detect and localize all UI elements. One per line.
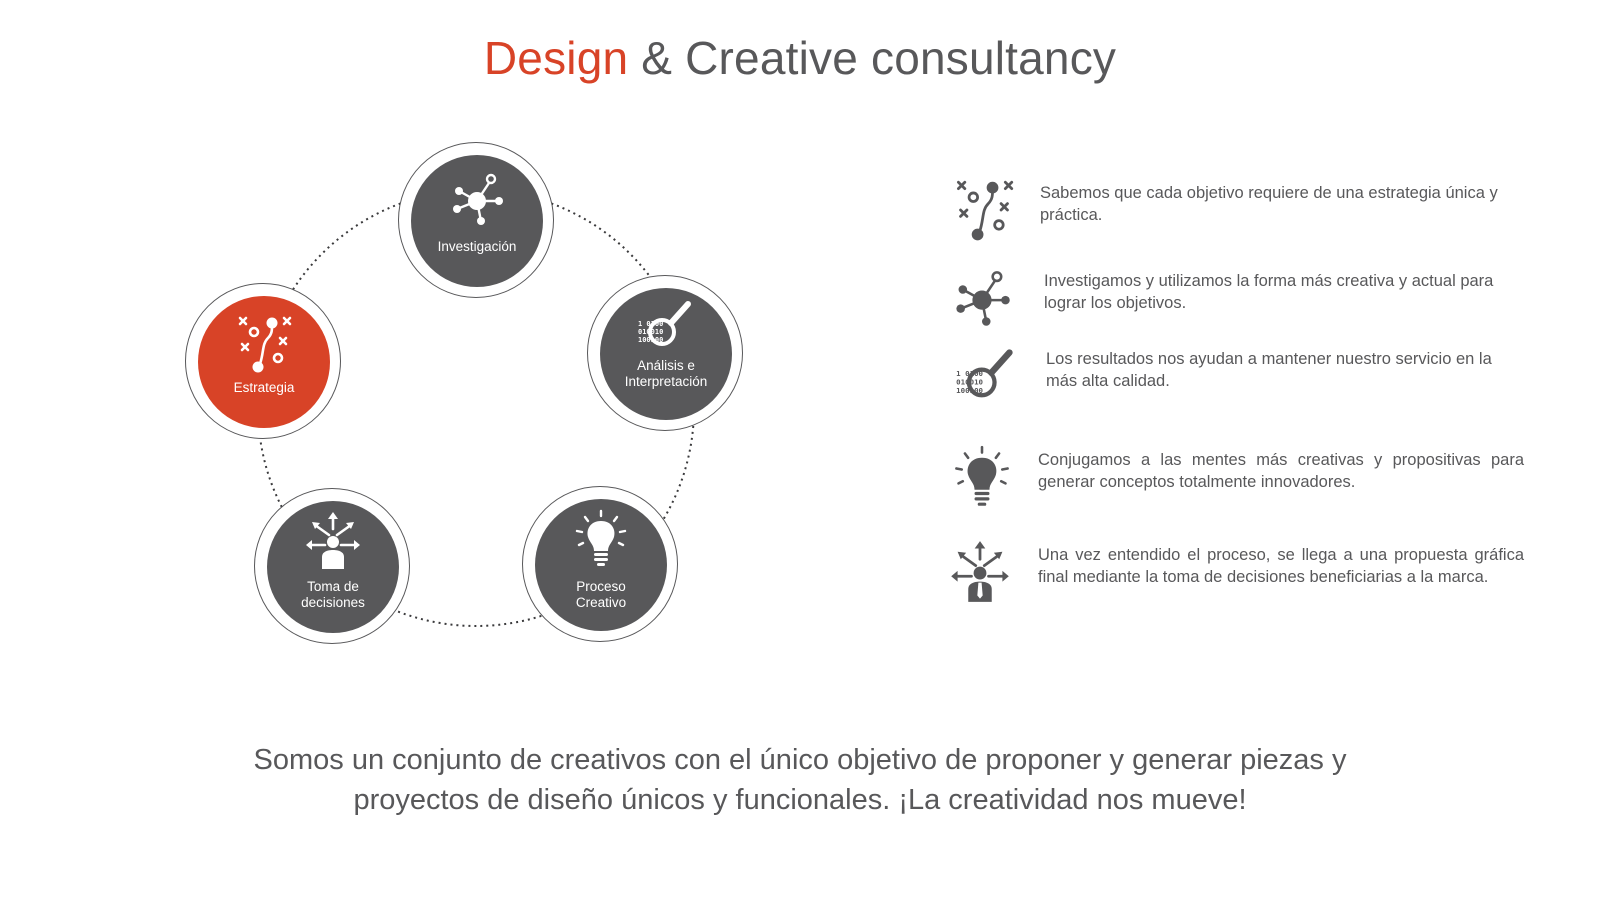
cycle-node-disc: Proceso Creativo: [535, 499, 667, 631]
cycle-node-label-line2: Interpretación: [624, 374, 708, 389]
feature-item-investigacion: Investigamos y utilizamos la forma más c…: [950, 266, 1590, 336]
cycle-node-label-line1: Análisis e: [637, 358, 695, 373]
feature-text: Los resultados nos ayudan a mantener nue…: [1046, 350, 1492, 390]
tagline-text: Somos un conjunto de creativos con el ún…: [253, 744, 1347, 816]
feature-text: Sabemos que cada objetivo requiere de un…: [1040, 184, 1498, 224]
cycle-node-proceso-creativo[interactable]: Proceso Creativo: [522, 486, 678, 642]
lightbulb-icon: [950, 445, 1014, 509]
strategy-icon: [234, 314, 294, 374]
decision-person-icon: [303, 511, 363, 571]
network-icon: [447, 169, 507, 229]
cycle-node-label-line2: decisiones: [301, 595, 365, 610]
cycle-node-label: Estrategia: [233, 380, 295, 395]
cycle-node-label: Toma de decisiones: [273, 579, 393, 611]
feature-item-estrategia: Sabemos que cada objetivo requiere de un…: [952, 178, 1592, 248]
cycle-node-disc: Investigación: [411, 155, 543, 287]
decision-person-icon: [948, 540, 1012, 604]
feature-item-proceso-creativo: Conjugamos a las mentes más creativas y …: [950, 445, 1590, 515]
data-magnifier-icon: [636, 296, 696, 356]
lightbulb-icon: [571, 509, 631, 569]
process-cycle-ring: [257, 189, 695, 627]
cycle-node-investigacion[interactable]: Investigación: [398, 142, 554, 298]
cycle-node-disc: Análisis e Interpretación: [600, 288, 732, 420]
strategy-icon: [952, 178, 1016, 242]
page-title: Design & Creative consultancy: [0, 30, 1600, 86]
cycle-node-label-line1: Proceso: [576, 579, 626, 594]
feature-text: Una vez entendido el proceso, se llega a…: [1038, 546, 1524, 586]
cycle-node-analisis[interactable]: Análisis e Interpretación: [587, 275, 743, 431]
cycle-node-label: Investigación: [437, 239, 517, 254]
feature-item-toma-de-decisiones: Una vez entendido el proceso, se llega a…: [948, 540, 1588, 610]
cycle-node-disc: Estrategia: [198, 296, 330, 428]
feature-text: Conjugamos a las mentes más creativas y …: [1038, 451, 1524, 491]
cycle-node-label-line1: Toma de: [307, 579, 359, 594]
cycle-node-toma-de-decisiones[interactable]: Toma de decisiones: [254, 488, 410, 644]
cycle-node-estrategia[interactable]: Estrategia: [185, 283, 341, 439]
footer-tagline: Somos un conjunto de creativos con el ún…: [0, 740, 1600, 820]
cycle-node-label-line2: Creativo: [575, 595, 627, 610]
cycle-node-label: Proceso Creativo: [541, 579, 661, 611]
title-accent: Design: [483, 32, 629, 84]
title-rest: & Creative consultancy: [628, 32, 1117, 84]
cycle-node-label: Análisis e Interpretación: [606, 358, 726, 390]
feature-text: Investigamos y utilizamos la forma más c…: [1044, 272, 1494, 312]
network-icon: [950, 266, 1014, 330]
cycle-node-disc: Toma de decisiones: [267, 501, 399, 633]
feature-item-analisis: Los resultados nos ayudan a mantener nue…: [954, 344, 1594, 414]
data-magnifier-icon: [954, 344, 1018, 408]
